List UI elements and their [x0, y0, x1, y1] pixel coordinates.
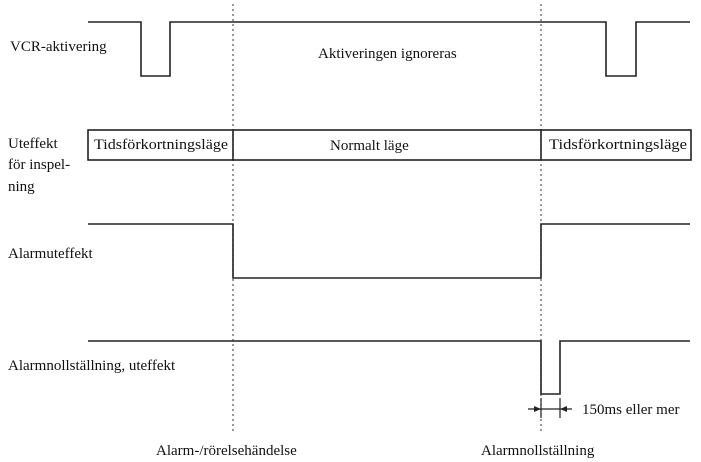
label-alarm-output: Alarmuteffekt	[8, 246, 94, 262]
pulse-marker-arrow-left	[534, 406, 541, 412]
pulse-marker-arrow-right	[560, 406, 567, 412]
pulse-width-marker	[528, 398, 572, 418]
pulse-width-label: 150ms eller mer	[582, 402, 679, 418]
mode-label-right: Tidsförkortningsläge	[549, 137, 687, 153]
label-recording-output-line1: Uteffekt	[8, 136, 59, 152]
recording-output-mode-bar	[87, 129, 692, 161]
vcr-activation-waveform	[88, 21, 690, 77]
label-alarm-reset-output: Alarmnollställning, uteffekt	[8, 358, 176, 374]
label-recording-output-line2: för inspel-	[8, 157, 70, 173]
mode-label-left: Tidsförkortningsläge	[94, 137, 228, 153]
alarm-reset-waveform	[88, 340, 690, 395]
alarm-output-waveform	[88, 223, 690, 279]
label-vcr-activation: VCR-aktivering	[10, 39, 107, 55]
mode-label-middle: Normalt läge	[330, 138, 409, 154]
label-recording-output-line3: ning	[8, 179, 35, 195]
annotation-activation-ignored: Aktiveringen ignoreras	[318, 46, 457, 62]
event-label-alarm-reset: Alarmnollställning	[481, 443, 595, 459]
event-label-alarm-motion: Alarm-/rörelsehändelse	[156, 443, 297, 459]
